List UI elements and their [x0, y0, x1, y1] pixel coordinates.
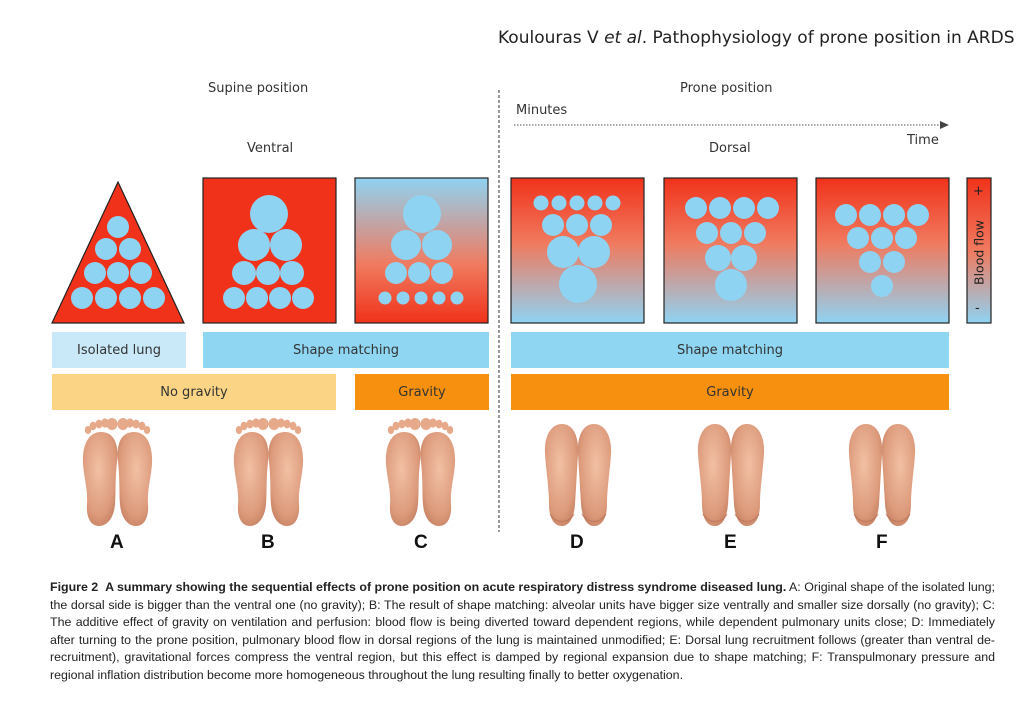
running-header: Koulouras V et al. Pathophysiology of pr…	[498, 28, 1015, 48]
shape-matching-label-left: Shape matching	[292, 342, 400, 358]
lung-shape-c	[354, 177, 489, 324]
time-arrowhead	[940, 121, 949, 129]
header-et-al: et al	[604, 28, 642, 48]
lung-shape-d	[510, 177, 645, 324]
header-authors: Koulouras V	[498, 28, 605, 48]
feet-a	[82, 418, 152, 526]
blood-flow-minus: -	[975, 301, 980, 316]
ventral-label: Ventral	[247, 141, 294, 156]
blood-flow-plus: +	[973, 184, 984, 199]
feet-d	[544, 423, 611, 527]
panel-letter-f: F	[876, 532, 888, 553]
prone-position-label: Prone position	[680, 81, 773, 96]
supine-position-label: Supine position	[208, 81, 309, 96]
caption-text: A: Original shape of the isolated lung; …	[50, 580, 995, 682]
gravity-bar-c	[355, 374, 489, 410]
feet-e	[697, 423, 764, 527]
blood-flow-legend	[966, 177, 992, 324]
caption-figure-label: Figure 2	[50, 580, 99, 594]
panel-letter-d: D	[570, 532, 584, 553]
feet-f	[848, 423, 915, 527]
header-title: . Pathophysiology of prone position in A…	[641, 28, 1015, 48]
time-label: Time	[907, 133, 939, 148]
isolated-lung-bar	[52, 332, 186, 368]
gravity-label-c: Gravity	[398, 384, 446, 400]
figure-graphic	[51, 90, 992, 532]
panel-letter-b: B	[261, 532, 275, 553]
gravity-label-right: Gravity	[706, 384, 754, 400]
lung-shape-e	[663, 177, 798, 324]
caption-bold-title: A summary showing the sequential effects…	[105, 580, 787, 594]
shape-matching-bar-left	[203, 332, 489, 368]
panel-letter-a: A	[110, 532, 124, 553]
shape-matching-bar-right	[511, 332, 949, 368]
minutes-label: Minutes	[516, 103, 568, 118]
lung-shape-f	[815, 177, 950, 324]
gravity-bar-right	[511, 374, 949, 410]
feet-b	[233, 418, 303, 526]
dorsal-label: Dorsal	[709, 141, 751, 156]
no-gravity-bar	[52, 374, 336, 410]
shape-matching-label-right: Shape matching	[676, 342, 784, 358]
blood-flow-label: Blood flow	[971, 220, 987, 285]
lung-shape-b	[202, 177, 337, 324]
no-gravity-label: No gravity	[160, 384, 228, 400]
feet-c	[385, 418, 455, 526]
lung-shape-a	[51, 180, 185, 324]
isolated-lung-label: Isolated lung	[77, 342, 161, 358]
panel-letter-e: E	[724, 532, 737, 553]
figure-caption: Figure 2 A summary showing the sequentia…	[50, 579, 995, 684]
panel-letter-c: C	[414, 532, 428, 553]
